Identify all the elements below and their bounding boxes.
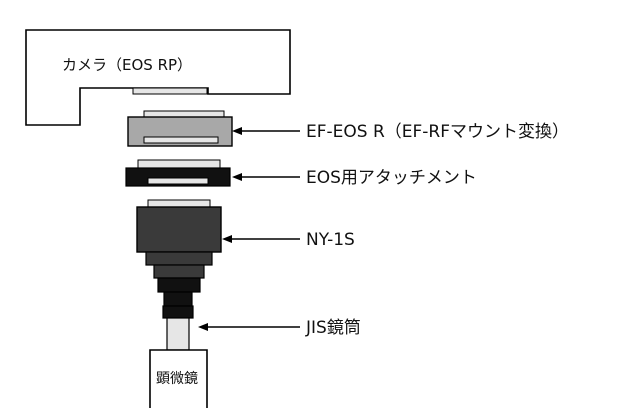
microscope-label: 顕微鏡 [156, 371, 198, 387]
camera-mount-flange [132, 87, 208, 95]
label-jis-tube: JIS鏡筒 [305, 318, 361, 338]
label-ny-1s: NY-1S [306, 230, 355, 250]
arrow-jis-tube [198, 323, 300, 331]
label-eos-attachment: EOS用アタッチメント [306, 168, 477, 188]
arrow-ny-1s [222, 235, 300, 243]
arrow-eos-attachment [232, 173, 300, 181]
jis-tube-part [162, 305, 194, 351]
camera-body [25, 29, 291, 126]
ef-eos-r-adapter [127, 110, 233, 147]
camera-label: カメラ（EOS RP） [62, 56, 192, 74]
microscope-body [149, 349, 208, 408]
label-ef-eos-r: EF-EOS R（EF-RFマウント変換） [306, 122, 569, 142]
eos-attachment-part [125, 159, 231, 187]
ny-1s-part [136, 199, 222, 307]
arrow-ef-eos-r [232, 127, 300, 135]
